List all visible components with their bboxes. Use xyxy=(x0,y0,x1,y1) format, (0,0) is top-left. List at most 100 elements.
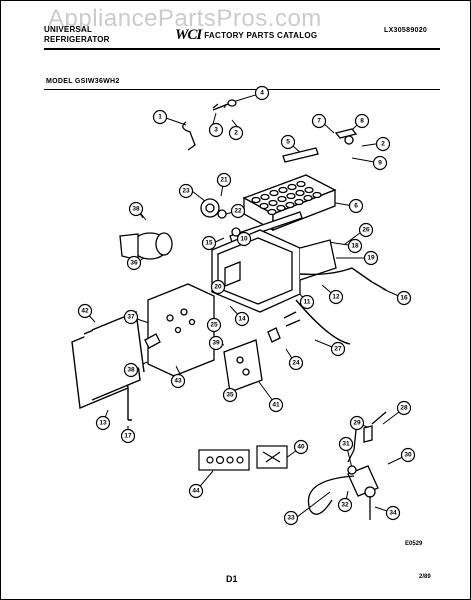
callout-43-label: 43 xyxy=(174,378,182,385)
callout-44: 44 xyxy=(188,483,204,499)
callout-10-label: 10 xyxy=(240,236,248,243)
callout-21-label: 21 xyxy=(220,177,228,184)
callout-41: 41 xyxy=(268,397,284,413)
callout-37-label: 37 xyxy=(127,314,135,321)
callout-36-label: 36 xyxy=(130,260,138,267)
brand-line-1: UNIVERSAL xyxy=(44,25,93,34)
callout-2b: 2 xyxy=(375,136,391,152)
callout-29-label: 29 xyxy=(353,420,361,427)
callout-42: 42 xyxy=(77,303,93,319)
callout-8: 8 xyxy=(354,113,370,129)
callout-44-label: 44 xyxy=(192,488,200,495)
callout-32: 32 xyxy=(337,497,353,513)
callout-14-label: 14 xyxy=(238,316,246,323)
callout-38b-label: 38 xyxy=(127,367,135,374)
callout-30: 30 xyxy=(400,447,416,463)
callout-1-label: 1 xyxy=(158,114,162,121)
callout-15: 15 xyxy=(201,235,217,251)
callout-23: 23 xyxy=(178,183,194,199)
callout-5-label: 5 xyxy=(286,139,290,146)
callout-3: 3 xyxy=(208,122,224,138)
callout-6: 6 xyxy=(348,198,364,214)
model-label: MODEL GSIW36WH2 xyxy=(46,78,120,85)
callout-10: 10 xyxy=(236,231,252,247)
callout-39: 39 xyxy=(208,335,224,351)
part-callouts: 1 2 3 4 5 7 8 2 9 6 21 23 22 38 26 10 15… xyxy=(77,85,416,526)
callout-16: 16 xyxy=(396,290,412,306)
callout-20-label: 20 xyxy=(214,284,222,291)
callout-20: 20 xyxy=(210,279,226,295)
callout-28: 28 xyxy=(396,400,412,416)
callout-34-label: 34 xyxy=(389,510,397,517)
callout-18: 18 xyxy=(347,238,363,254)
callout-9-label: 9 xyxy=(378,160,382,167)
callout-8-label: 8 xyxy=(360,118,364,125)
catalog-title: FACTORY PARTS CATALOG xyxy=(204,31,318,40)
callout-39-label: 39 xyxy=(212,340,220,347)
callout-33: 33 xyxy=(283,510,299,526)
callout-6-label: 6 xyxy=(354,203,358,210)
callout-5: 5 xyxy=(280,134,296,150)
callout-12-label: 12 xyxy=(332,294,340,301)
callout-2a: 2 xyxy=(228,125,244,141)
callout-31-label: 31 xyxy=(342,441,350,448)
callout-19-label: 19 xyxy=(367,255,375,262)
callout-33-label: 33 xyxy=(287,515,295,522)
callout-22-label: 22 xyxy=(234,208,242,215)
catalog-number: LX30589020 xyxy=(384,27,428,34)
callout-41-label: 41 xyxy=(272,402,280,409)
callout-43: 43 xyxy=(170,373,186,389)
callout-24: 24 xyxy=(288,355,304,371)
callout-37: 37 xyxy=(123,309,139,325)
callout-38a-label: 38 xyxy=(132,206,140,213)
callout-35: 35 xyxy=(222,387,238,403)
callout-27-label: 27 xyxy=(334,346,342,353)
callout-23-label: 23 xyxy=(182,188,190,195)
callout-40-label: 40 xyxy=(297,444,305,451)
callout-35-label: 35 xyxy=(226,392,234,399)
callout-25: 25 xyxy=(206,317,222,333)
callout-38b: 38 xyxy=(123,362,139,378)
callout-9: 9 xyxy=(372,155,388,171)
model-rule xyxy=(44,89,440,90)
watermark: AppliancePartsPros.com xyxy=(48,5,322,32)
callout-18-label: 18 xyxy=(351,243,359,250)
brand-line-2: REFRIGERATOR xyxy=(44,35,110,44)
wci-logo: WCI xyxy=(175,27,202,43)
callout-42-label: 42 xyxy=(81,308,89,315)
callout-11: 11 xyxy=(299,294,315,310)
callout-15-label: 15 xyxy=(205,240,213,247)
catalog-title-block: WCI FACTORY PARTS CATALOG xyxy=(175,27,317,44)
callout-19: 19 xyxy=(363,250,379,266)
callout-27: 27 xyxy=(330,341,346,357)
callout-1: 1 xyxy=(152,109,168,125)
callout-16-label: 16 xyxy=(400,295,408,302)
callout-12: 12 xyxy=(328,289,344,305)
callout-30-label: 30 xyxy=(404,452,412,459)
callout-40: 40 xyxy=(293,439,309,455)
callout-11-label: 11 xyxy=(304,299,311,306)
page-number: D1 xyxy=(226,574,238,584)
header-rule xyxy=(44,48,440,50)
callout-17: 17 xyxy=(120,428,136,444)
callout-29: 29 xyxy=(349,415,365,431)
callout-28-label: 28 xyxy=(400,405,408,412)
catalog-date: 2/89 xyxy=(419,574,431,580)
callout-17-label: 17 xyxy=(124,433,132,440)
callout-4: 4 xyxy=(254,85,270,101)
brand-block: UNIVERSAL REFRIGERATOR xyxy=(44,25,110,45)
callout-31: 31 xyxy=(338,436,354,452)
callout-7: 7 xyxy=(311,113,327,129)
callout-3-label: 3 xyxy=(214,127,218,134)
drawing-code: E0529 xyxy=(405,541,423,547)
callout-26-label: 26 xyxy=(362,227,370,234)
callout-38a: 38 xyxy=(128,201,144,217)
callout-24-label: 24 xyxy=(292,360,300,367)
callout-14: 14 xyxy=(234,311,250,327)
callout-21: 21 xyxy=(216,172,232,188)
callout-25-label: 25 xyxy=(210,322,218,329)
callout-2a-label: 2 xyxy=(234,130,238,137)
callout-34: 34 xyxy=(385,505,401,521)
callout-26: 26 xyxy=(358,222,374,238)
